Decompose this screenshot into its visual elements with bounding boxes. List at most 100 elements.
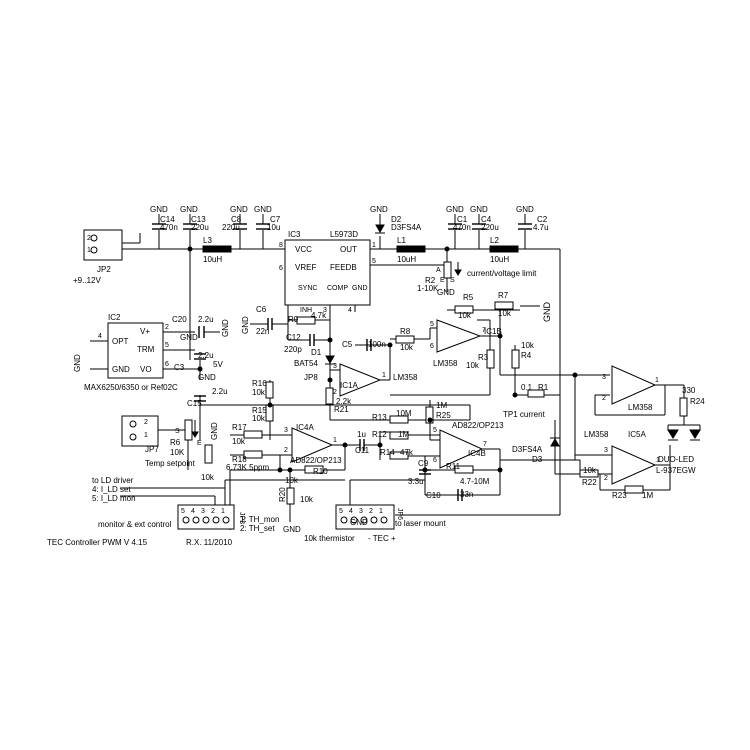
labels-ic2: IC2 OPT V+ TRM GND VO 4 2 5 6 MAX6250/63… [73,313,250,392]
svg-text:C15: C15 [187,399,202,408]
resistor-r10 [304,465,324,474]
inductor-l3 [202,245,232,253]
svg-text:LM358: LM358 [433,359,458,368]
svg-text:1-10K: 1-10K [417,284,439,293]
svg-text:3: 3 [604,447,608,454]
svg-text:100n: 100n [368,340,386,349]
svg-text:2: 2 [211,508,215,515]
svg-text:5: 5 [181,508,185,515]
svg-text:6: 6 [430,343,434,350]
svg-text:470n: 470n [453,223,471,232]
svg-text:TEC Controller PWM V 4.15: TEC Controller PWM V 4.15 [47,538,148,547]
svg-text:7: 7 [482,327,486,334]
svg-text:L5973D: L5973D [330,230,358,239]
svg-text:470n: 470n [160,223,178,232]
svg-text:1: 1 [379,508,383,515]
svg-text:5: 5 [165,342,169,349]
svg-text:1u: 1u [357,430,366,439]
resistor-r1 [527,389,545,398]
svg-text:5: 5 [433,427,437,434]
cap-c20 [198,326,220,338]
svg-text:2: 2 [87,235,91,242]
labels-bottom: to LD driver 4: I_LD set 5: I_LD mon mon… [47,476,446,547]
inductor-l2 [489,245,519,253]
svg-text:10k: 10k [300,495,314,504]
svg-text:5: 5 [372,258,376,265]
svg-text:10uH: 10uH [203,255,222,264]
svg-text:6.73K 5ppm: 6.73K 5ppm [226,463,269,472]
cap-c6 [250,305,289,340]
svg-text:L3: L3 [203,236,212,245]
cap-c1 [448,214,462,230]
svg-text:5: 5 [339,508,343,515]
svg-text:GND: GND [198,373,216,382]
svg-text:LM358: LM358 [393,373,418,382]
opamp-ic1a [339,363,382,397]
svg-text:C14: C14 [160,215,175,224]
cap-c13 [183,214,197,230]
svg-text:47k: 47k [400,448,414,457]
svg-text:22n: 22n [256,327,269,336]
svg-text:R5: R5 [463,293,474,302]
svg-text:R9: R9 [288,315,299,324]
opamp-ic5a [611,445,657,485]
svg-text:R17: R17 [232,423,247,432]
svg-text:4: 4 [191,508,195,515]
connector-jp3 [177,504,235,530]
pot-r2 [440,261,462,279]
junction-dots [187,246,578,473]
svg-text:1: 1 [655,377,659,384]
svg-text:LM358: LM358 [584,430,609,439]
resistor-r8 [395,335,415,344]
ic4b-wires [380,431,581,496]
svg-text:2: TH_set: 2: TH_set [240,524,275,533]
svg-text:to laser mount: to laser mount [395,519,446,528]
svg-text:7: 7 [483,441,487,448]
svg-text:C8: C8 [231,215,242,224]
connector-jp7 [121,415,185,447]
svg-text:4.7-10M: 4.7-10M [460,477,490,486]
svg-text:C20: C20 [172,315,187,324]
svg-text:AD822/OP213: AD822/OP213 [290,456,342,465]
svg-text:220p: 220p [284,345,302,354]
svg-text:GND: GND [352,285,368,292]
svg-text:C3: C3 [174,363,185,372]
svg-text:C6: C6 [256,305,267,314]
svg-text:S: S [450,277,455,284]
resistor-r22 [579,469,599,478]
svg-text:GND: GND [150,205,168,214]
svg-text:V+: V+ [140,327,150,336]
svg-text:2: 2 [604,475,608,482]
svg-text:D3: D3 [532,455,543,464]
svg-text:5V: 5V [213,360,223,369]
svg-text:VCC: VCC [295,245,312,254]
svg-text:10k: 10k [252,414,266,423]
svg-text:JP6: JP6 [396,508,403,520]
resistor-r18 [243,450,263,459]
diode-d1 [325,355,335,365]
svg-text:6: 6 [433,457,437,464]
svg-text:TRM: TRM [137,345,155,354]
svg-text:GND: GND [446,205,464,214]
svg-text:2.2k: 2.2k [336,397,352,406]
svg-text:GND: GND [230,205,248,214]
svg-text:VREF: VREF [295,263,316,272]
svg-text:R8: R8 [400,327,411,336]
opamp-ic4b [439,429,484,469]
svg-text:C7: C7 [270,215,281,224]
svg-text:L1: L1 [397,236,406,245]
opamp-ic1b [436,319,482,353]
svg-text:SYNC: SYNC [298,285,317,292]
connector-jp6 [335,504,395,530]
cap-c7 [256,214,270,230]
resistor-r13 [389,415,409,424]
svg-text:2: 2 [284,447,288,454]
svg-text:C9: C9 [418,459,429,468]
svg-text:R22: R22 [582,478,597,487]
svg-text:OPT: OPT [112,337,129,346]
bottom-wires [120,470,560,522]
svg-text:10uH: 10uH [490,255,509,264]
svg-text:GND: GND [542,302,552,323]
pot-r6 [184,419,199,470]
